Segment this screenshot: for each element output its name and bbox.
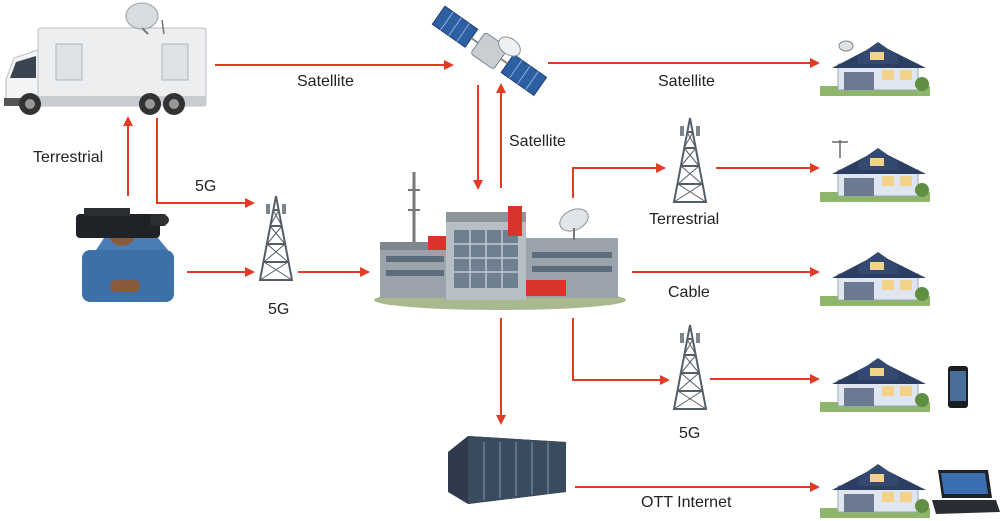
label-satellite-downlink: Satellite — [658, 73, 715, 90]
label-cable: Cable — [668, 284, 710, 301]
cell-tower-icon — [673, 117, 707, 203]
arrow-center-to-terrestrial-tower — [572, 163, 666, 198]
data-center-icon — [448, 436, 566, 504]
house-icon — [819, 140, 931, 203]
house-icon — [819, 463, 931, 519]
label-5g-tower-left: 5G — [268, 301, 290, 318]
satellite-icon — [431, 5, 548, 97]
connection-arrows — [123, 58, 820, 492]
arrow-truck-to-5g-tower — [156, 118, 255, 208]
broadcast-center-icon — [374, 172, 626, 310]
house-icon — [819, 40, 931, 97]
label-ott-internet: OTT Internet — [641, 494, 732, 511]
satellite-dish-icon — [559, 208, 589, 240]
label-terrestrial-distribution: Terrestrial — [649, 211, 720, 228]
label-5g-tower-right: 5G — [679, 425, 701, 442]
label-satellite-uplink: Satellite — [297, 73, 354, 90]
house-icon — [819, 357, 931, 413]
arrow-center-to-5g-tower-right — [572, 318, 670, 385]
label-terrestrial-contribution: Terrestrial — [33, 149, 104, 166]
cell-tower-icon — [673, 324, 707, 410]
camera-operator-icon — [76, 208, 174, 302]
laptop-icon — [932, 470, 1000, 514]
cell-tower-icon — [259, 195, 293, 281]
ob-truck-icon — [4, 2, 207, 115]
house-icon — [819, 251, 931, 307]
label-5g-truck: 5G — [195, 178, 217, 195]
label-satellite-vertical: Satellite — [509, 133, 566, 150]
smartphone-icon — [948, 366, 968, 408]
